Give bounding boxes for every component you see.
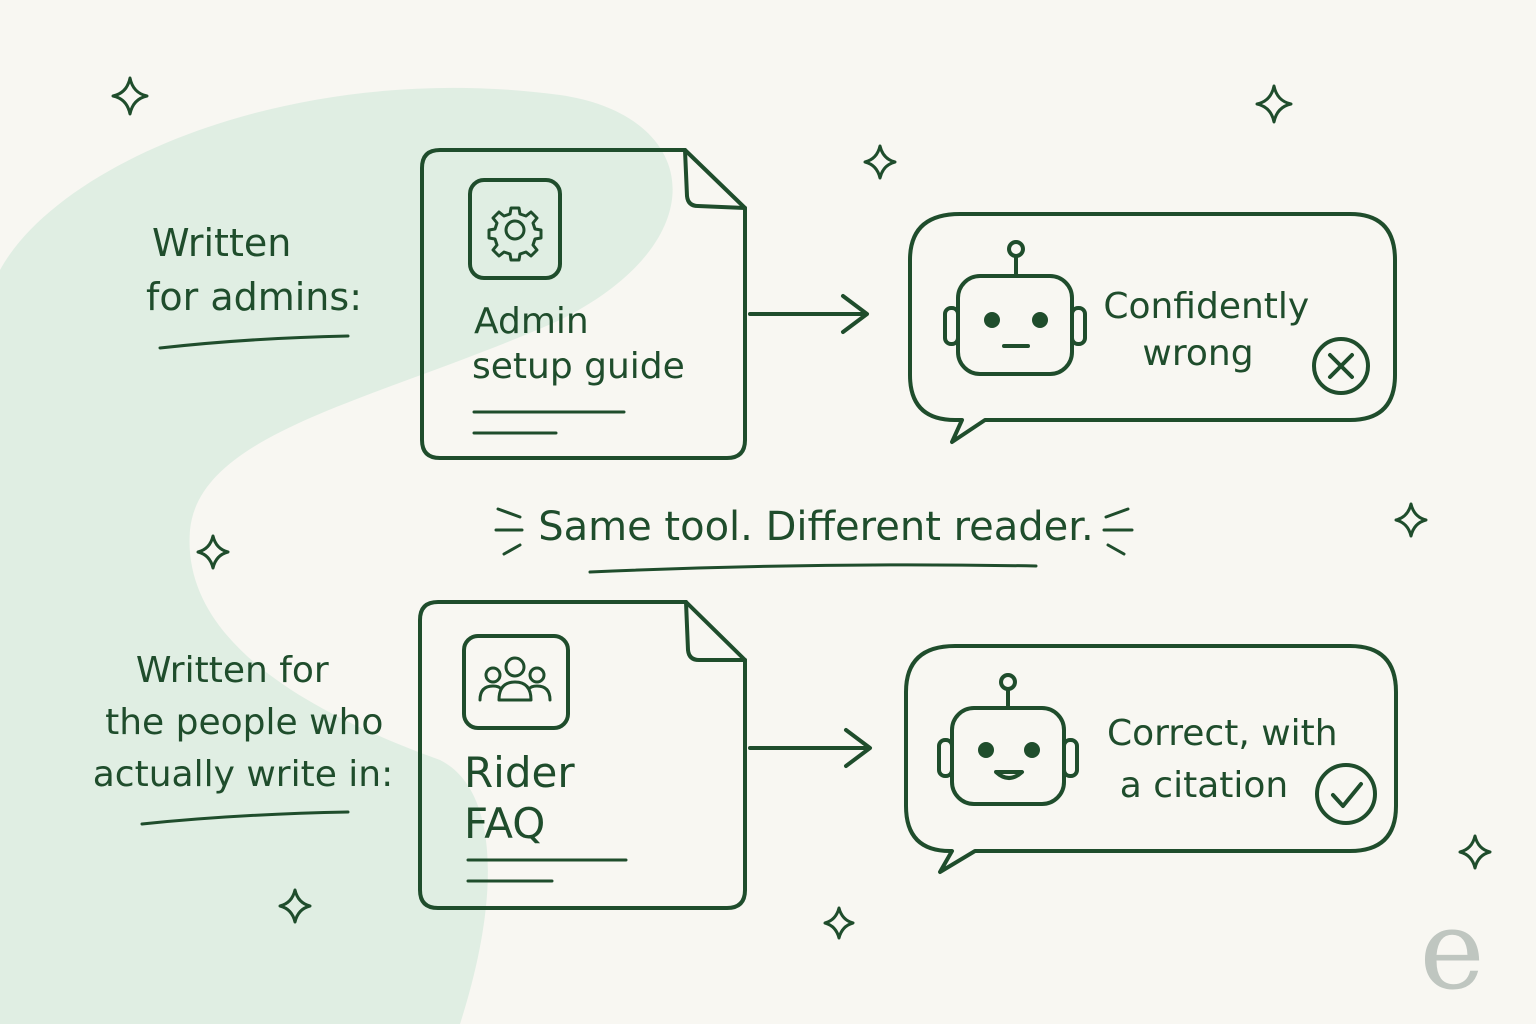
svg-text:Written for the people w: Written for the people who actually writ…: [93, 650, 395, 795]
top-side-label: Written for admins:: [146, 221, 362, 350]
top-arrow: [748, 294, 869, 334]
document-title-line: FAQ: [464, 799, 545, 848]
response-line: wrong: [1142, 333, 1253, 374]
background-swoosh: [0, 87, 673, 1024]
sparkle-icon: [1255, 84, 1293, 124]
rider-faq-document: [418, 600, 747, 910]
top-side-label-line: for admins:: [146, 275, 362, 319]
sparkle-icon: [823, 906, 855, 940]
bottom-response-text: Correct, with a citation: [1107, 713, 1349, 806]
top-response-text: Confidently wrong: [1103, 286, 1320, 374]
bottom-side-label: Written for the people who actually writ…: [93, 650, 395, 826]
watermark-logo: e: [1419, 886, 1484, 1014]
sparkle-icon: [1458, 834, 1492, 870]
document-outline: [420, 148, 747, 460]
gear-icon: [487, 206, 543, 262]
bottom-speech-bubble: [904, 644, 1398, 874]
caption-emphasis-marks: [494, 507, 1134, 556]
document-title-line: setup guide: [472, 346, 685, 387]
rider-faq-title: Rider FAQ: [464, 748, 588, 848]
document-title-line: Admin: [474, 301, 589, 342]
bottom-arrow: [748, 728, 872, 768]
document-title-line: Rider: [464, 748, 575, 797]
admin-guide-title: Admin setup guide: [472, 301, 685, 387]
response-line: Correct, with: [1107, 713, 1338, 754]
neutral-robot-icon: [943, 240, 1087, 376]
x-circle-icon: [1312, 337, 1370, 395]
check-circle-icon: [1315, 763, 1377, 825]
sparkle-icon: [111, 76, 149, 116]
gear-icon-frame: [468, 178, 562, 280]
sparkle-icon: [278, 888, 312, 924]
sparkle-icon: [863, 144, 897, 180]
response-line: Confidently: [1103, 286, 1309, 327]
top-speech-bubble: [908, 212, 1397, 444]
admin-guide-document: [420, 148, 747, 460]
bottom-side-label-underline: [140, 810, 350, 826]
sparkle-icon: [196, 534, 230, 570]
bottom-side-label-line: the people who: [105, 702, 383, 743]
bottom-side-label-line: Written for: [136, 650, 329, 691]
response-line: a citation: [1120, 765, 1288, 806]
caption-underline: [588, 563, 1038, 574]
top-side-label-underline: [158, 334, 350, 350]
caption-text: Same tool. Different reader.: [538, 504, 1094, 550]
svg-text:Written for admins:: Written for admins:: [146, 221, 362, 319]
smiling-robot-icon: [937, 673, 1079, 806]
bottom-side-label-line: actually write in:: [93, 754, 394, 795]
sparkle-icon: [1394, 502, 1428, 538]
people-icon: [478, 656, 552, 702]
document-fold: [683, 148, 747, 210]
top-side-label-line: Written: [152, 221, 291, 265]
sparkle-decorations: [111, 76, 1492, 940]
